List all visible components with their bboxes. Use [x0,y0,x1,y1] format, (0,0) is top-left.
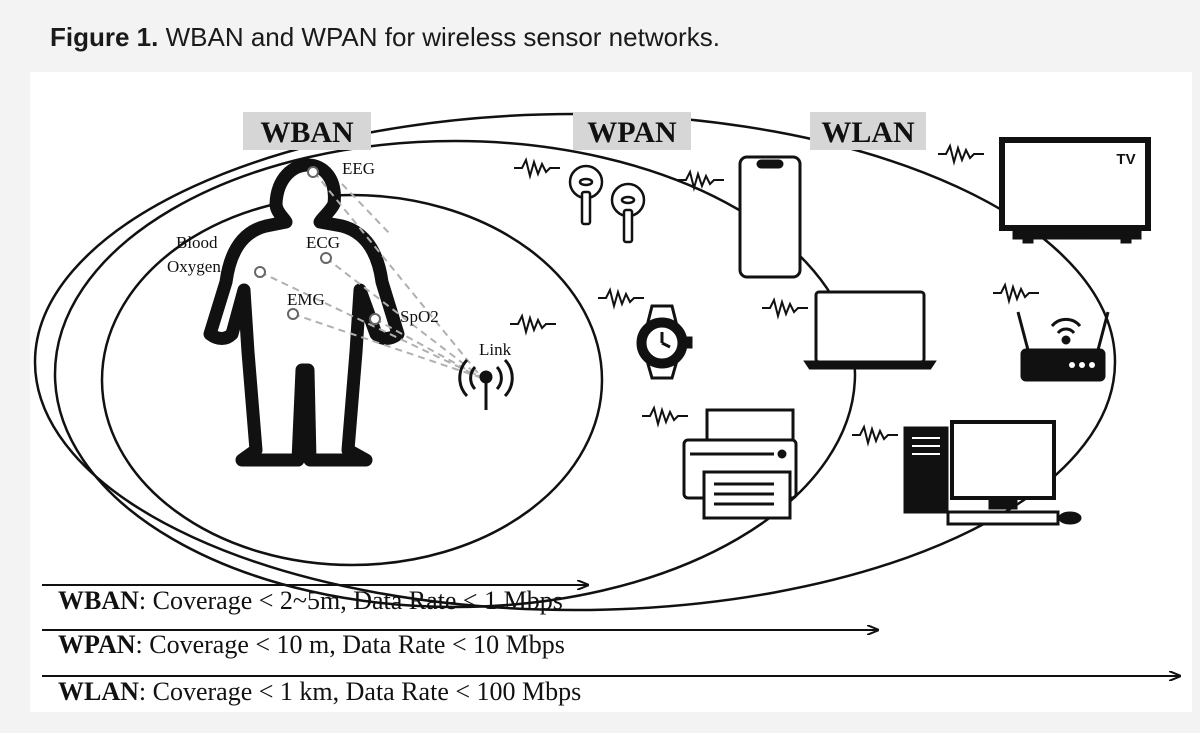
eeg-label: EEG [342,159,375,178]
emg-sensor-node [287,308,299,320]
spo2-label: SpO2 [400,307,439,326]
eeg-sensor-node [307,166,319,178]
diagram-panel: WBAN WPAN WLAN [30,72,1192,712]
tv-label: TV [1116,151,1135,168]
svg-text:WPAN: WPAN [587,116,677,149]
antenna-icon [458,358,514,410]
emg-label: EMG [287,290,325,309]
svg-text:WBAN: WBAN [260,116,354,149]
wban-title: WBAN [243,112,371,150]
blood-label: Blood [176,233,218,252]
wpan-coverage-ellipse [53,139,857,609]
wban-coverage-legend: WBAN: Coverage < 2~5m, Data Rate < 1 Mbp… [58,586,563,616]
wlan-legend-text: : Coverage < 1 km, Data Rate < 100 Mbps [138,677,582,706]
wpan-legend-name: WPAN [58,630,136,659]
figure-title: WBAN and WPAN for wireless sensor networ… [165,22,720,52]
smartwatch-icon [636,304,693,380]
coverage-arrows [42,585,1180,676]
tv-icon: TV [999,137,1151,244]
wban-legend-name: WBAN [58,586,139,615]
wpan-legend-text: : Coverage < 10 m, Data Rate < 10 Mbps [135,630,565,659]
network-diagram: WBAN WPAN WLAN [33,112,1192,712]
laptop-icon [803,290,937,370]
wpan-title: WPAN [573,112,691,150]
figure-caption: Figure 1. WBAN and WPAN for wireless sen… [50,22,720,53]
sensor-nodes [254,166,381,325]
sensor-labels: EEG ECG Blood Oxygen EMG SpO2 Link [167,159,512,359]
wlan-title: WLAN [810,112,926,150]
desktop-computer-icon [903,420,1082,526]
sensor-link-lines [259,171,483,379]
blood-oxygen-sensor-node [254,266,266,278]
router-icon [1016,311,1110,382]
ecg-sensor-node [320,252,332,264]
wpan-coverage-legend: WPAN: Coverage < 10 m, Data Rate < 10 Mb… [58,630,565,660]
wlan-legend-name: WLAN [58,677,139,706]
smartphone-icon [738,155,802,279]
svg-text:WLAN: WLAN [821,116,915,149]
ecg-label: ECG [306,233,340,252]
printer-icon [682,408,798,520]
figure-number: Figure 1. [50,22,159,52]
oxygen-label: Oxygen [167,257,221,276]
wlan-coverage-legend: WLAN: Coverage < 1 km, Data Rate < 100 M… [58,677,581,707]
spo2-sensor-node [369,313,381,325]
wban-legend-text: : Coverage < 2~5m, Data Rate < 1 Mbps [138,586,563,615]
link-label: Link [479,340,512,359]
earbuds-icon [568,164,646,244]
human-body-icon [203,158,405,467]
